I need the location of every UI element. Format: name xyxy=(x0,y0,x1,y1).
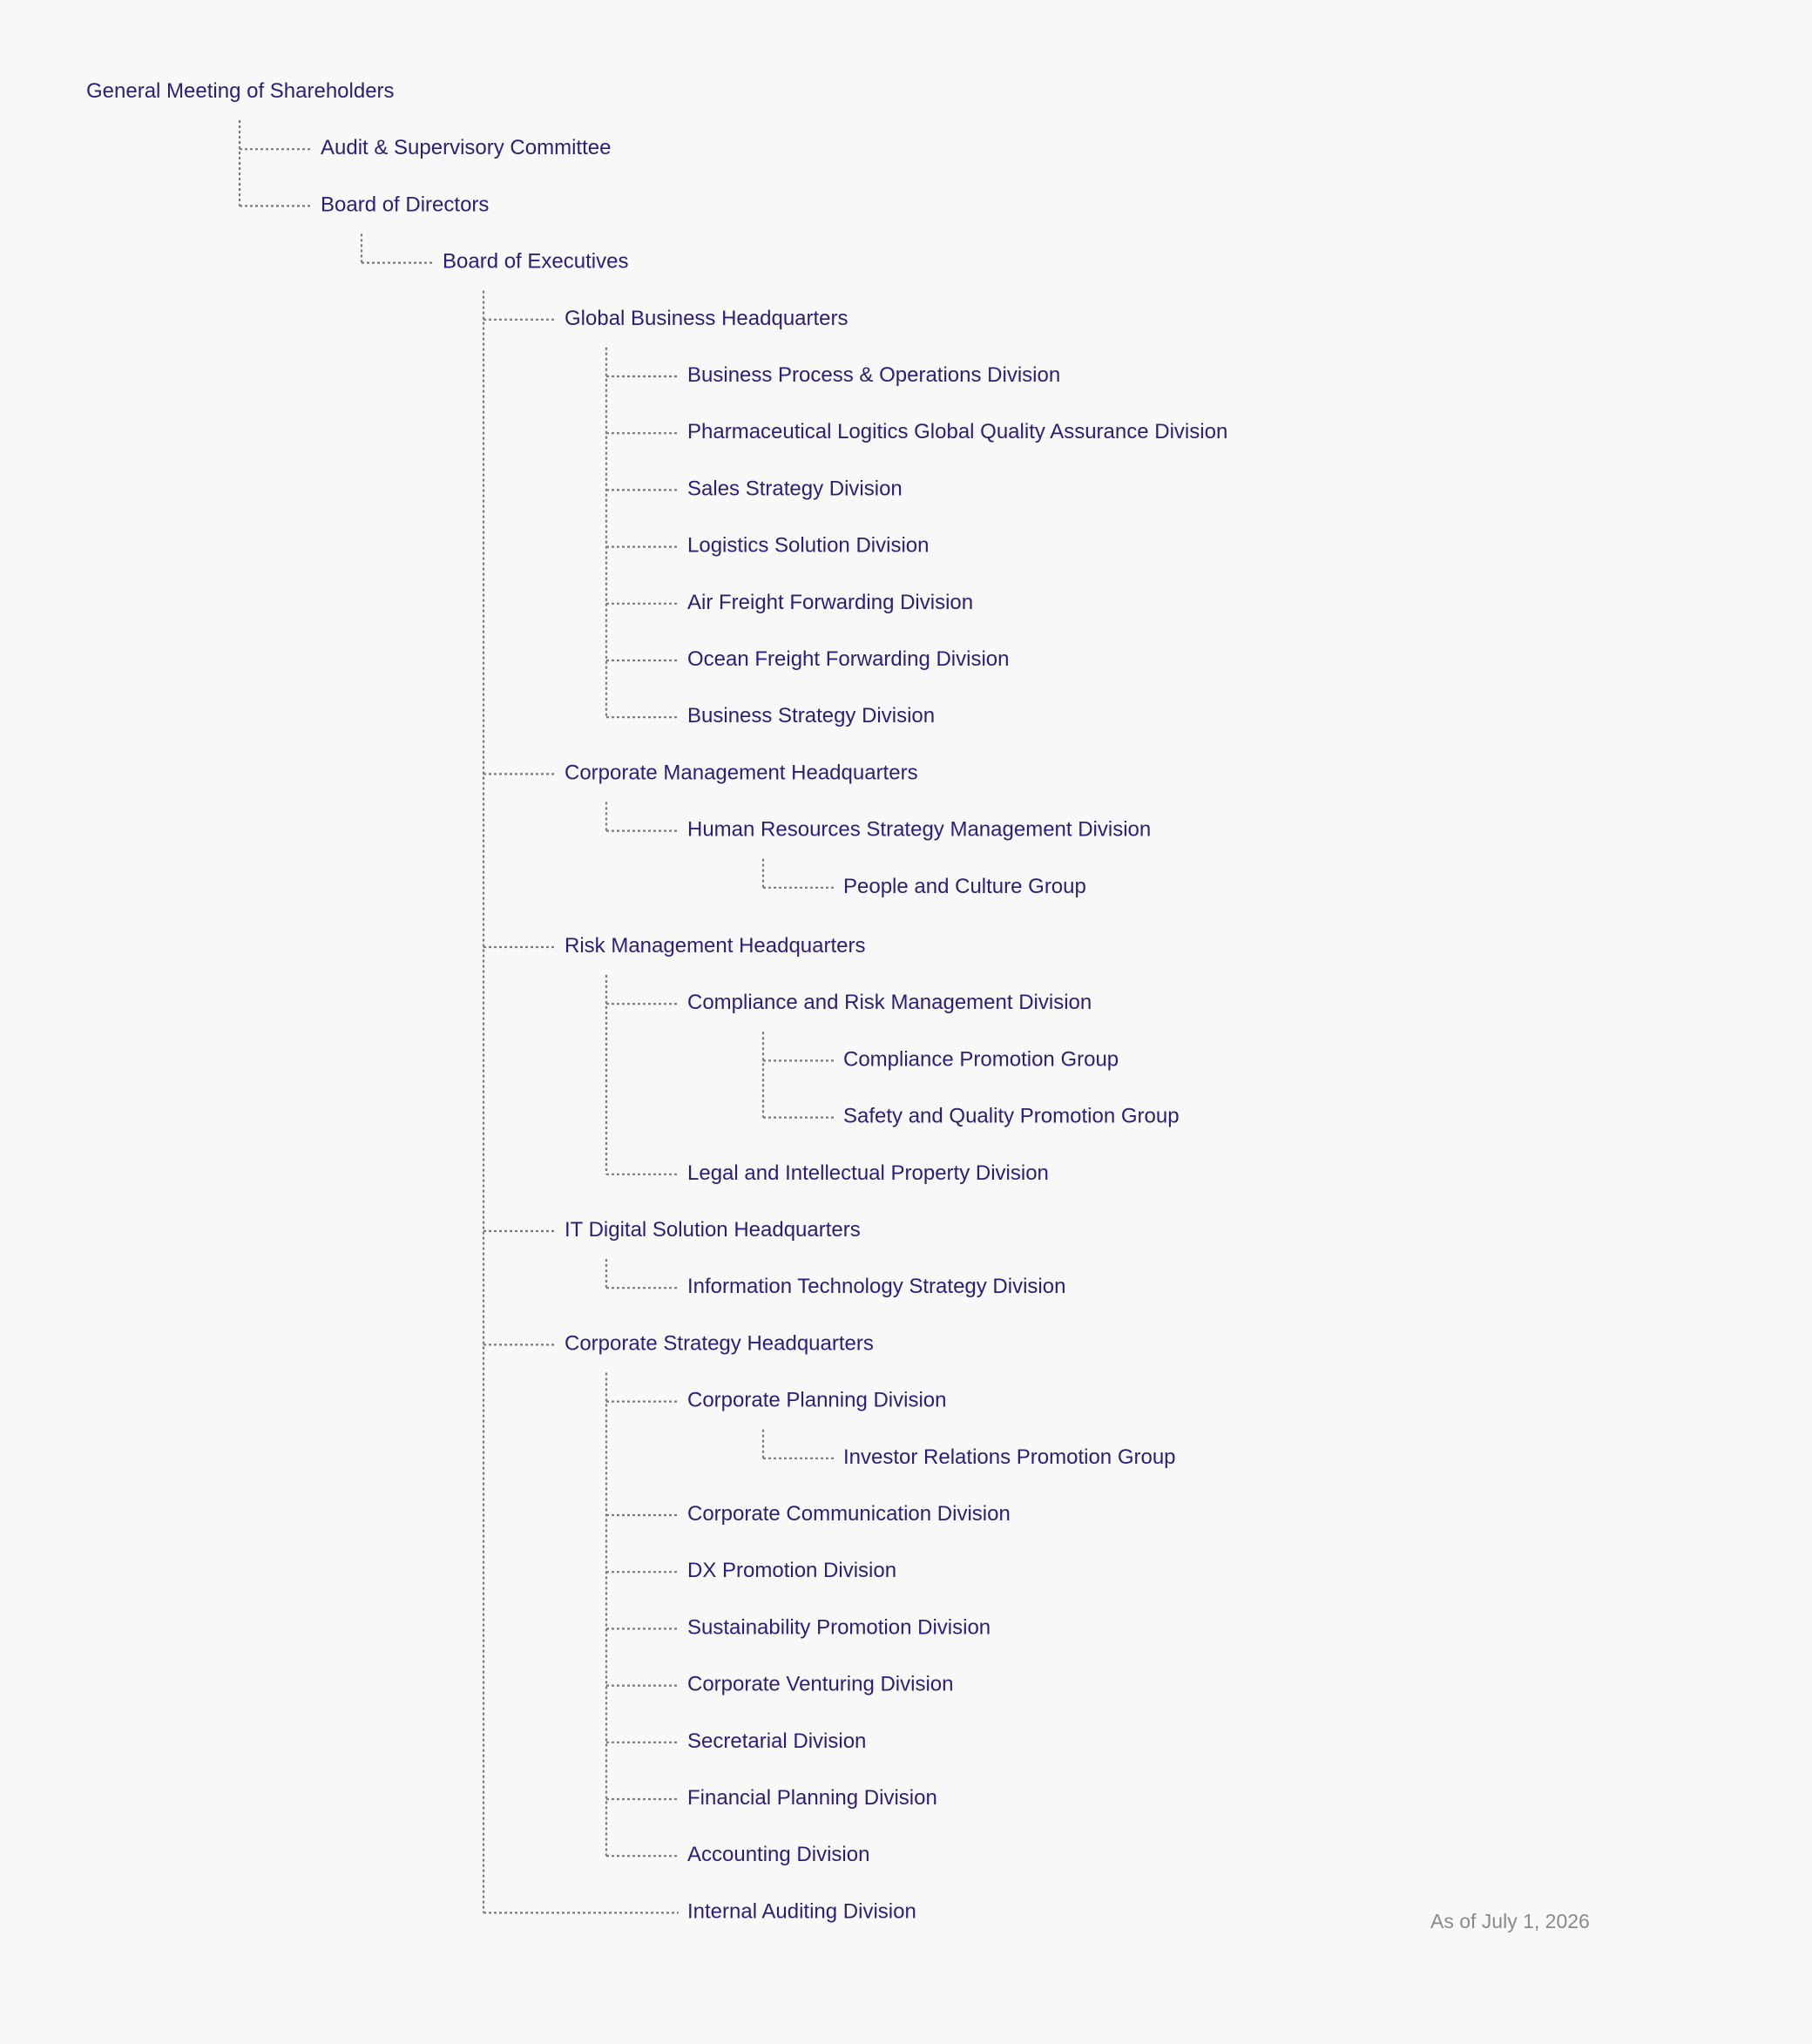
org-unit-compliance-and-risk-management-division: Compliance and Risk Management Division xyxy=(687,991,1092,1014)
org-unit-financial-planning-division: Financial Planning Division xyxy=(687,1786,937,1810)
org-unit-corporate-strategy-headquarters: Corporate Strategy Headquarters xyxy=(565,1331,874,1355)
org-unit-logistics-solution-division: Logistics Solution Division xyxy=(687,534,929,558)
org-unit-dx-promotion-division: DX Promotion Division xyxy=(687,1559,896,1582)
org-unit-safety-and-quality-promotion-group: Safety and Quality Promotion Group xyxy=(843,1105,1180,1128)
as-of-date: As of July 1, 2026 xyxy=(1430,1910,1590,1932)
org-unit-business-process-and-operations-division: Business Process & Operations Division xyxy=(687,363,1060,387)
org-unit-risk-management-headquarters: Risk Management Headquarters xyxy=(565,934,866,958)
org-unit-internal-auditing-division: Internal Auditing Division xyxy=(687,1899,916,1923)
org-unit-general-meeting-of-shareholders: General Meeting of Shareholders xyxy=(86,79,395,103)
org-unit-legal-and-intellectual-property-division: Legal and Intellectual Property Division xyxy=(687,1161,1049,1185)
org-unit-investor-relations-promotion-group: Investor Relations Promotion Group xyxy=(843,1445,1176,1469)
org-unit-audit-and-supervisory-committee: Audit & Supervisory Committee xyxy=(321,136,611,159)
org-unit-pharmaceutical-logitics-global-quality-assurance-division: Pharmaceutical Logitics Global Quality A… xyxy=(687,420,1227,443)
org-unit-secretarial-division: Secretarial Division xyxy=(687,1729,866,1753)
org-unit-corporate-communication-division: Corporate Communication Division xyxy=(687,1502,1011,1526)
org-unit-accounting-division: Accounting Division xyxy=(687,1843,869,1866)
org-unit-sales-strategy-division: Sales Strategy Division xyxy=(687,477,903,500)
org-unit-business-strategy-division: Business Strategy Division xyxy=(687,704,935,728)
org-unit-air-freight-forwarding-division: Air Freight Forwarding Division xyxy=(687,591,973,614)
org-unit-board-of-executives: Board of Executives xyxy=(443,250,628,274)
org-unit-information-technology-strategy-division: Information Technology Strategy Division xyxy=(687,1275,1065,1298)
org-unit-it-digital-solution-headquarters: IT Digital Solution Headquarters xyxy=(565,1218,861,1242)
org-unit-compliance-promotion-group: Compliance Promotion Group xyxy=(843,1047,1119,1071)
org-unit-people-and-culture-group: People and Culture Group xyxy=(843,875,1086,898)
org-unit-ocean-freight-forwarding-division: Ocean Freight Forwarding Division xyxy=(687,647,1009,671)
org-unit-corporate-planning-division: Corporate Planning Division xyxy=(687,1389,947,1412)
org-unit-sustainability-promotion-division: Sustainability Promotion Division xyxy=(687,1615,991,1639)
org-unit-corporate-management-headquarters: Corporate Management Headquarters xyxy=(565,761,918,784)
org-unit-board-of-directors: Board of Directors xyxy=(321,193,489,216)
org-unit-human-resources-strategy-management-division: Human Resources Strategy Management Divi… xyxy=(687,818,1151,842)
org-unit-corporate-venturing-division: Corporate Venturing Division xyxy=(687,1673,954,1696)
org-unit-global-business-headquarters: Global Business Headquarters xyxy=(565,307,849,330)
